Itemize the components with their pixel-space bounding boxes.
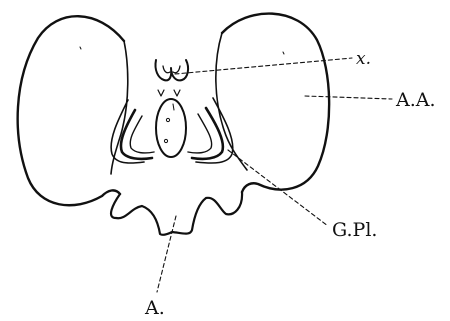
- left-inner-fold: [130, 116, 154, 153]
- right-lobe-outline: [222, 14, 329, 192]
- lobe-speck-right: [283, 52, 284, 54]
- left-outer-fold: [111, 100, 144, 163]
- v-mark-left: [158, 90, 164, 96]
- v-mark-right: [174, 90, 180, 96]
- right-inner-fold: [188, 114, 212, 153]
- oval-mark: [173, 104, 174, 110]
- label-gpl: G.Pl.: [332, 219, 377, 241]
- right-lobe-inner-edge: [216, 33, 247, 170]
- left-lobe-outline: [18, 16, 124, 205]
- oval-dot-lower: [164, 139, 167, 142]
- label-a: A.: [144, 297, 165, 319]
- oval-dot-upper: [166, 118, 169, 121]
- central-oval: [156, 99, 186, 157]
- x-structure: [155, 60, 188, 80]
- label-aa: A.A.: [395, 89, 436, 111]
- central-body-outline: [111, 192, 242, 235]
- label-x: x.: [356, 49, 371, 69]
- leader-line-a: [157, 216, 176, 292]
- leader-line-aa: [305, 96, 392, 99]
- lobe-speck-left: [80, 47, 81, 49]
